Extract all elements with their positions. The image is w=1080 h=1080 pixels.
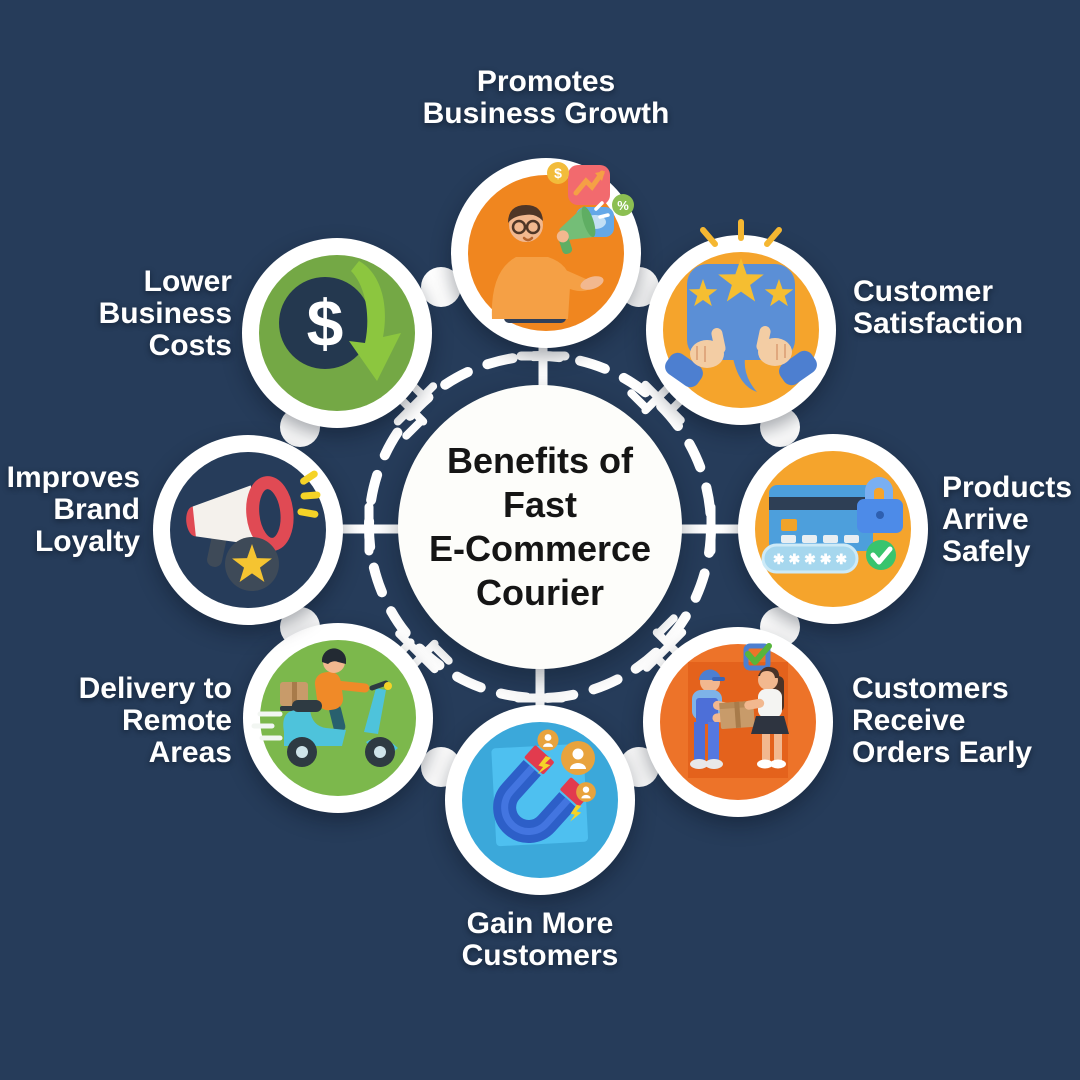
connector-south [513, 657, 567, 715]
label-line: Improves [6, 461, 140, 494]
label-line: Areas [148, 736, 232, 769]
padlock [857, 477, 903, 533]
node-products-arrive-safely: ✱ ✱ ✱ ✱ ✱ [738, 434, 928, 624]
coin-dollar-glyph: $ [554, 165, 562, 181]
label-customers-receive-orders-early: Customers Receive Orders Early [852, 673, 1080, 769]
check-badge [866, 540, 896, 570]
label-improves-brand-loyalty: Improves Brand Loyalty [0, 462, 140, 558]
dollar-down-arrow-icon: $ [259, 255, 415, 411]
announcer-megaphone-icon: $ % [468, 162, 634, 331]
rays [700, 219, 782, 247]
node-gain-more-customers [445, 705, 635, 895]
brand-megaphone [186, 476, 294, 567]
center-title-line: E-Commerce [428, 528, 652, 569]
connector-west [332, 502, 408, 556]
label-line: Brand [53, 493, 140, 526]
label-customer-satisfaction: Customer Satisfaction [853, 276, 1078, 340]
label-lower-business-costs: Lower Business Costs [10, 266, 232, 362]
dollar-glyph: $ [307, 286, 344, 360]
attracted-customers [537, 729, 596, 802]
label-line: Loyalty [34, 525, 140, 558]
node-lower-business-costs: $ [242, 238, 432, 428]
package-handover-icon [660, 643, 816, 800]
label-line: Customer [853, 275, 994, 308]
center-hub: Benefits of Fast E-Commerce Courier [398, 385, 682, 669]
node-customers-receive-orders-early [643, 627, 833, 817]
down-arrow [349, 261, 401, 381]
label-gain-more-customers: Gain More Customers [344, 908, 736, 972]
node-improves-brand-loyalty [153, 435, 343, 625]
spark-bolts [537, 756, 582, 822]
label-line: Lower [143, 265, 232, 298]
brand-megaphone-star-icon [170, 452, 326, 608]
node-promotes-business-growth: $ % [451, 158, 641, 348]
password-field: ✱ ✱ ✱ ✱ ✱ [761, 543, 859, 574]
label-line: Customers [852, 672, 1009, 705]
label-line: Costs [148, 329, 232, 362]
label-line: Satisfaction [853, 307, 1024, 340]
stars [688, 258, 794, 307]
scooter [283, 680, 398, 767]
check-frame [743, 643, 772, 671]
node-delivery-to-remote-areas [243, 623, 433, 813]
label-line: Receive [852, 704, 966, 737]
connector-east [672, 502, 748, 556]
label-line: Remote [121, 704, 232, 737]
green-megaphone [556, 206, 596, 255]
label-promotes-business-growth: Promotes Business Growth [350, 66, 742, 130]
connector-north [516, 338, 570, 397]
thumbs-up-left-hand [665, 328, 726, 388]
label-line: Arrive [942, 503, 1029, 536]
mid-dot [421, 267, 461, 307]
dollar-disc [279, 277, 371, 369]
label-delivery-to-remote-areas: Delivery to Remote Areas [10, 673, 232, 769]
center-title-line: Courier [475, 572, 605, 613]
label-line: Business [98, 297, 232, 330]
speed-lines [251, 711, 283, 741]
sound-marks [594, 201, 610, 219]
label-line: Safely [942, 535, 1031, 568]
center-title: Benefits of Fast E-Commerce Courier [405, 439, 675, 615]
thumbs-up-right-hand [756, 326, 817, 386]
label-line: Promotes [476, 65, 616, 98]
customer-magnet-icon [462, 722, 618, 878]
rider [314, 648, 370, 733]
label-line: Customers [461, 939, 619, 972]
label-line: Gain More [466, 907, 614, 940]
credit-card [769, 485, 873, 551]
label-line: Business Growth [422, 97, 670, 130]
junction-glyph-northeast [627, 380, 687, 425]
label-line: Products [942, 471, 1073, 504]
spark-dashes [297, 470, 321, 518]
customer-person [744, 666, 789, 769]
delivery-scooter-icon [251, 640, 416, 796]
label-line: Orders Early [852, 736, 1033, 769]
label-line: Delivery to [78, 672, 232, 705]
percent-badge-glyph: % [617, 198, 629, 213]
label-products-arrive-safely: Products Arrive Safely [942, 472, 1080, 568]
password-mask-text: ✱ ✱ ✱ ✱ ✱ [773, 551, 847, 567]
secure-payment-icon: ✱ ✱ ✱ ✱ ✱ [755, 451, 911, 607]
loyalty-star-badge [225, 537, 279, 591]
node-customer-satisfaction [646, 219, 836, 425]
thumbs-up-stars-icon [663, 219, 819, 408]
announcer-person [491, 201, 610, 323]
center-title-line: Benefits of Fast [446, 440, 633, 525]
